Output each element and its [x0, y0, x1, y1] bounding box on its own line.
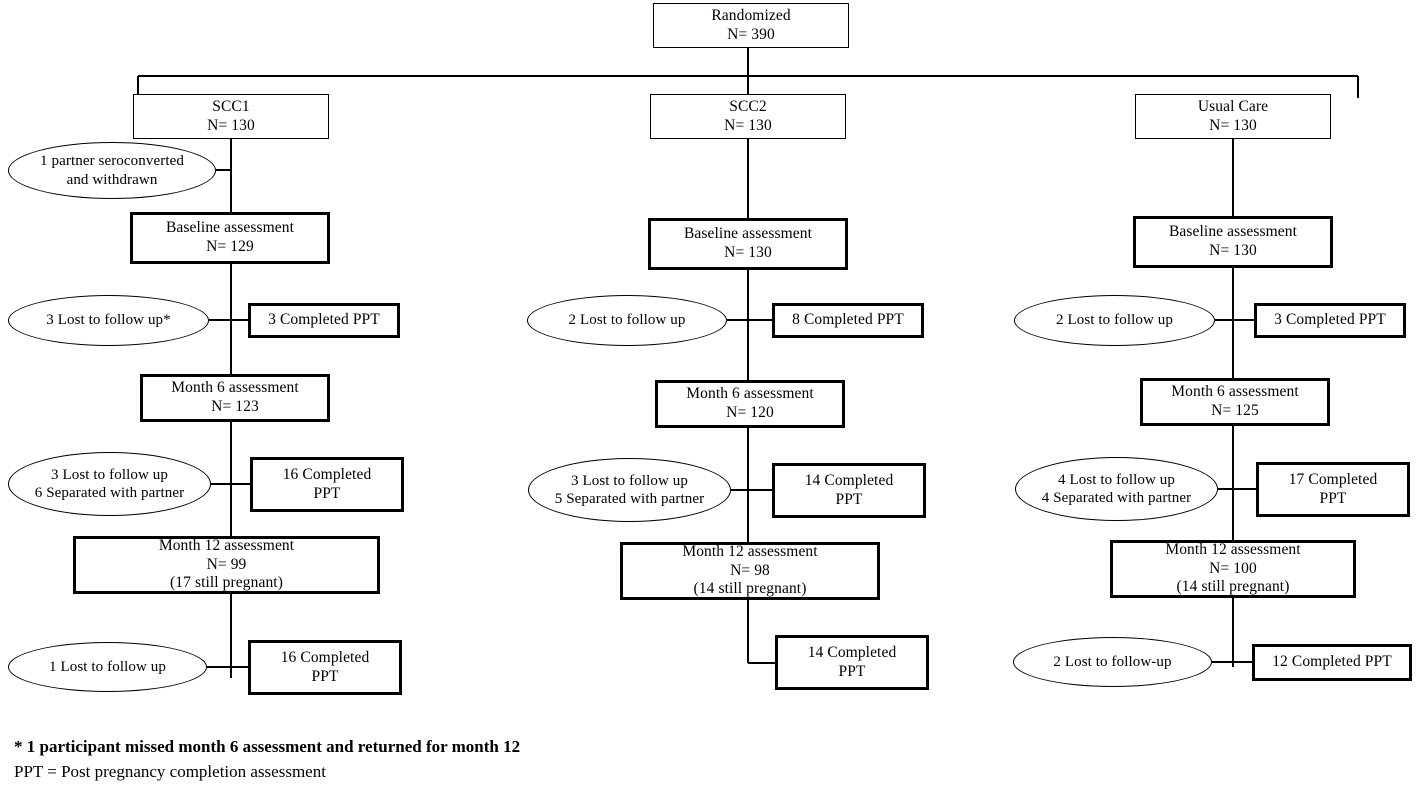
node-scc1-stage2-ppt: 16 Completed PPT: [250, 457, 404, 512]
node-scc1-month6-line1: Month 6 assessment: [171, 379, 299, 397]
node-scc1-month12-line2: N= 99: [206, 555, 247, 573]
node-usual-care-month12-line2: N= 100: [1209, 559, 1257, 577]
node-usual-care-month12-line1: Month 12 assessment: [1165, 540, 1301, 558]
node-arm-header-scc2-line1: SCC2: [729, 97, 767, 115]
node-arm-header-scc1-line2: N= 130: [207, 116, 255, 134]
node-scc2-stage3-ppt-line1: 14 Completed: [807, 643, 897, 661]
node-scc2-month6-line2: N= 120: [726, 404, 774, 421]
node-scc1-stage3-ppt: 16 Completed PPT: [248, 640, 402, 695]
node-scc2-baseline: Baseline assessment N= 130: [648, 218, 848, 270]
node-scc1-stage3-ppt-line1: 16 Completed: [280, 648, 370, 666]
node-scc2-stage2-ppt-line1: 14 Completed: [804, 471, 894, 489]
node-scc1-stage2-loss: 3 Lost to follow up 6 Separated with par…: [8, 452, 211, 516]
node-scc1-stage1-ppt: 3 Completed PPT: [248, 303, 400, 338]
node-scc1-stage1-loss: 3 Lost to follow up*: [8, 295, 209, 346]
node-scc2-month12-line3: (14 still pregnant): [693, 580, 807, 598]
node-usual-care-month12-line3: (14 still pregnant): [1176, 578, 1290, 596]
node-arm-header-scc2-line2: N= 130: [724, 116, 772, 134]
node-scc2-baseline-line2: N= 130: [724, 244, 772, 261]
node-scc1-month12-line1: Month 12 assessment: [158, 536, 295, 554]
node-scc1-month12-line3: (17 still pregnant): [170, 574, 283, 592]
node-usual-care-stage1-ppt: 3 Completed PPT: [1254, 303, 1406, 338]
node-usual-care-month12: Month 12 assessment N= 100 (14 still pre…: [1110, 540, 1356, 598]
node-scc2-stage1-loss-line1: 2 Lost to follow up: [568, 312, 686, 329]
node-usual-care-baseline-line1: Baseline assessment: [1168, 223, 1298, 241]
node-scc2-stage2-ppt-line2: PPT: [835, 490, 863, 508]
node-scc2-stage2-ppt: 14 Completed PPT: [772, 463, 926, 518]
node-usual-care-stage3-loss: 2 Lost to follow-up: [1013, 637, 1212, 687]
node-usual-care-stage1-loss-line1: 2 Lost to follow up: [1056, 312, 1173, 329]
node-arm-header-scc1-line1: SCC1: [212, 97, 250, 115]
node-usual-care-stage1-loss: 2 Lost to follow up: [1014, 295, 1215, 346]
node-usual-care-stage1-ppt-line1: 3 Completed PPT: [1274, 311, 1386, 329]
node-scc1-baseline: Baseline assessment N= 129: [130, 212, 330, 264]
node-scc2-stage1-ppt: 8 Completed PPT: [772, 303, 924, 338]
node-arm-header-usual-care-line2: N= 130: [1209, 116, 1257, 134]
node-scc1-stage3-loss: 1 Lost to follow up: [8, 642, 207, 692]
node-usual-care-month6-line1: Month 6 assessment: [1171, 383, 1299, 401]
node-usual-care-baseline-line2: N= 130: [1209, 242, 1257, 259]
node-scc2-stage3-ppt-line2: PPT: [838, 662, 866, 680]
node-usual-care-stage2-loss-line2: 4 Separated with partner: [1041, 490, 1192, 506]
node-scc2-month6-line1: Month 6 assessment: [686, 385, 814, 403]
node-scc1-stage2-ppt-line1: 16 Completed: [282, 465, 372, 483]
node-usual-care-month6: Month 6 assessment N= 125: [1140, 378, 1330, 426]
node-scc1-pre-baseline-exclusion-line1: 1 partner seroconverted: [40, 153, 184, 170]
node-scc2-stage2-loss-line1: 3 Lost to follow up: [571, 472, 688, 489]
node-scc1-stage3-ppt-line2: PPT: [311, 667, 339, 685]
node-arm-header-usual-care: Usual Care N= 130: [1135, 94, 1331, 139]
node-scc2-baseline-line1: Baseline assessment: [683, 225, 813, 243]
node-usual-care-stage3-loss-line1: 2 Lost to follow-up: [1053, 653, 1172, 670]
node-arm-header-scc1: SCC1 N= 130: [133, 94, 329, 139]
node-scc1-stage1-ppt-line1: 3 Completed PPT: [268, 311, 380, 329]
node-scc2-month6: Month 6 assessment N= 120: [655, 380, 845, 428]
node-usual-care-stage3-ppt-line1: 12 Completed PPT: [1272, 653, 1392, 671]
node-scc2-month12: Month 12 assessment N= 98 (14 still preg…: [620, 542, 880, 600]
node-usual-care-stage2-ppt-line1: 17 Completed: [1288, 470, 1378, 488]
node-randomized-line2: N= 390: [727, 25, 775, 43]
footnote-ppt-definition: PPT = Post pregnancy completion assessme…: [14, 761, 326, 781]
node-scc2-month12-line1: Month 12 assessment: [682, 542, 818, 560]
node-scc1-month6: Month 6 assessment N= 123: [140, 374, 330, 422]
node-usual-care-baseline: Baseline assessment N= 130: [1133, 216, 1333, 268]
node-scc2-stage2-loss: 3 Lost to follow up 5 Separated with par…: [528, 458, 731, 522]
node-scc2-stage1-loss: 2 Lost to follow up: [527, 295, 727, 346]
node-scc1-stage3-loss-line1: 1 Lost to follow up: [49, 658, 166, 675]
node-scc1-pre-baseline-exclusion-line2: and withdrawn: [66, 171, 158, 188]
node-usual-care-stage3-ppt: 12 Completed PPT: [1252, 644, 1412, 681]
node-scc2-month12-line2: N= 98: [730, 561, 770, 579]
node-scc2-stage2-loss-line2: 5 Separated with partner: [554, 491, 705, 507]
node-scc1-stage2-loss-line2: 6 Separated with partner: [34, 485, 185, 501]
node-scc2-stage1-ppt-line1: 8 Completed PPT: [792, 311, 904, 329]
footnote-asterisk: * 1 participant missed month 6 assessmen…: [14, 737, 521, 756]
node-usual-care-stage2-ppt: 17 Completed PPT: [1256, 462, 1410, 517]
node-usual-care-stage2-loss: 4 Lost to follow up 4 Separated with par…: [1015, 457, 1218, 521]
node-randomized: Randomized N= 390: [653, 3, 849, 48]
node-randomized-line1: Randomized: [711, 6, 791, 24]
node-scc1-month6-line2: N= 123: [211, 398, 259, 415]
node-usual-care-stage2-loss-line1: 4 Lost to follow up: [1058, 471, 1175, 488]
node-usual-care-month6-line2: N= 125: [1211, 402, 1259, 419]
footnotes: * 1 participant missed month 6 assessmen…: [14, 735, 520, 784]
node-scc1-baseline-line2: N= 129: [206, 238, 254, 255]
node-usual-care-stage2-ppt-line2: PPT: [1319, 489, 1347, 507]
node-scc1-baseline-line1: Baseline assessment: [165, 219, 295, 237]
node-arm-header-scc2: SCC2 N= 130: [650, 94, 846, 139]
node-scc2-stage3-ppt: 14 Completed PPT: [775, 635, 929, 690]
node-arm-header-usual-care-line1: Usual Care: [1197, 97, 1269, 115]
node-scc1-stage1-loss-line1: 3 Lost to follow up*: [46, 312, 171, 329]
node-scc1-stage2-ppt-line2: PPT: [313, 484, 341, 502]
node-scc1-stage2-loss-line1: 3 Lost to follow up: [51, 466, 168, 483]
node-scc1-month12: Month 12 assessment N= 99 (17 still preg…: [73, 536, 380, 594]
node-scc1-pre-baseline-exclusion: 1 partner seroconverted and withdrawn: [8, 142, 216, 199]
